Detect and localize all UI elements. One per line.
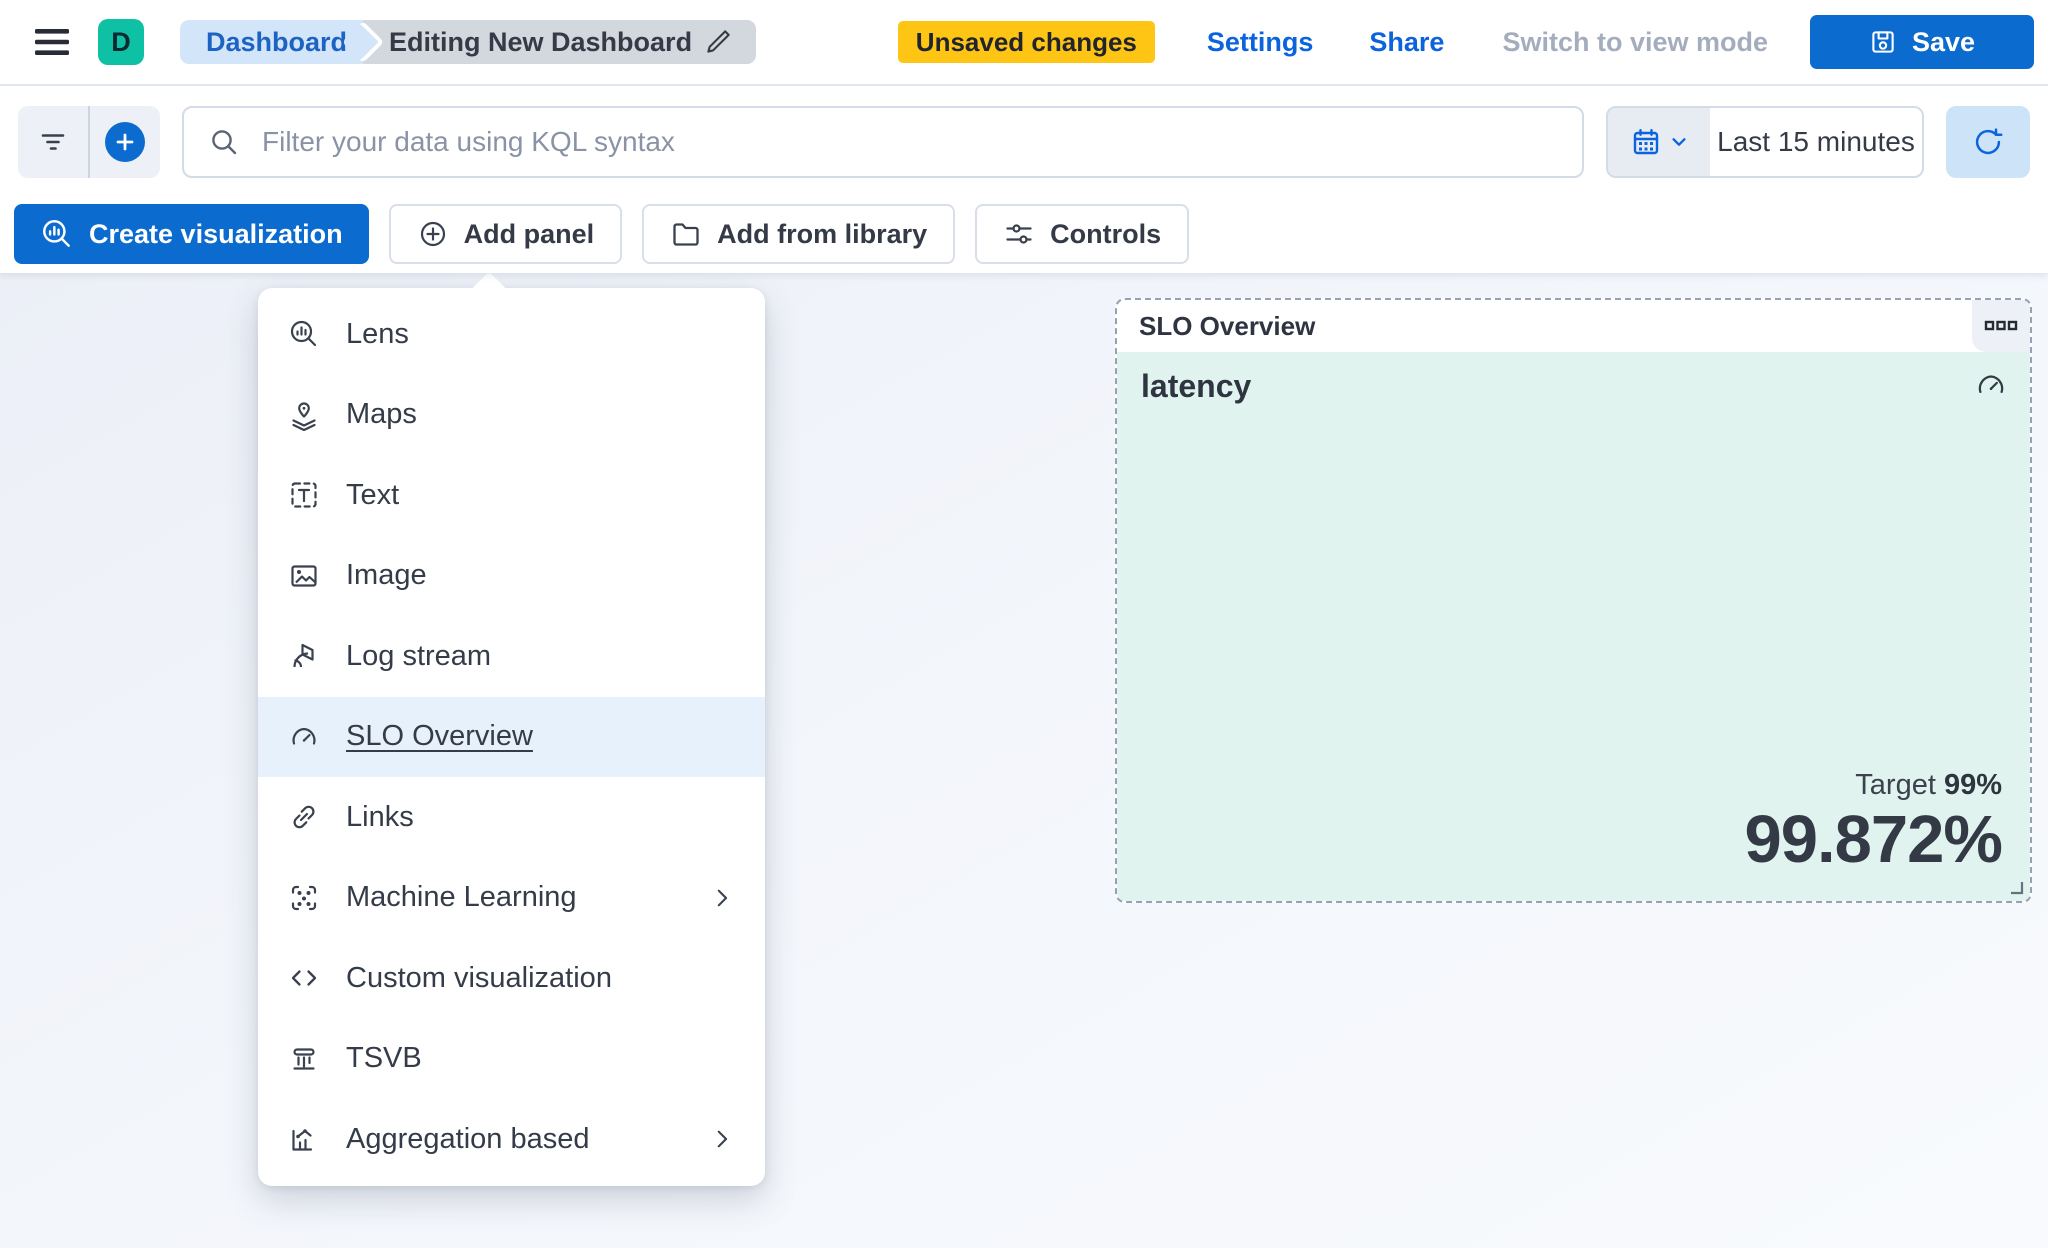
menu-item-label: Text [346, 478, 400, 511]
breadcrumb-dashboard[interactable]: Dashboard [180, 20, 364, 64]
add-from-library-label: Add from library [717, 218, 928, 249]
menu-item-custom-visualization[interactable]: Custom visualization [258, 938, 765, 1019]
space-avatar[interactable]: D [98, 19, 144, 65]
save-button-label: Save [1911, 26, 1976, 57]
slo-target-value: 99% [1943, 768, 2002, 801]
menu-item-aggregation-based[interactable]: Aggregation based [258, 1099, 765, 1180]
lens-icon [288, 318, 320, 350]
chevron-down-icon [1670, 133, 1688, 151]
menu-item-label: Log stream [346, 639, 492, 672]
resize-handle-icon[interactable] [2009, 880, 2025, 896]
add-panel-menu: Lens Maps Text Image [258, 288, 765, 1186]
time-range-picker: Last 15 minutes [1606, 106, 1924, 178]
aggregation-icon [288, 1123, 320, 1155]
unsaved-changes-badge: Unsaved changes [897, 21, 1155, 63]
search-magnifier-icon [208, 126, 240, 158]
slo-overview-panel[interactable]: SLO Overview latency Target 99% 99.872% [1115, 298, 2032, 903]
add-panel-button[interactable]: Add panel [388, 204, 623, 264]
menu-item-links[interactable]: Links [258, 777, 765, 858]
image-icon [288, 560, 320, 592]
breadcrumb-current-page[interactable]: Editing New Dashboard [349, 20, 757, 64]
menu-item-maps[interactable]: Maps [258, 375, 765, 456]
time-range-value[interactable]: Last 15 minutes [1717, 126, 1915, 157]
save-button[interactable]: Save [1810, 15, 2034, 69]
plus-circle-icon [417, 218, 449, 250]
calendar-icon [1630, 126, 1662, 158]
create-visualization-button[interactable]: Create visualization [14, 204, 369, 264]
add-filter-button[interactable] [88, 106, 160, 178]
slo-card[interactable]: latency Target 99% 99.872% [1117, 352, 2030, 901]
panel-header: SLO Overview [1117, 300, 2030, 352]
top-header: D Dashboard Editing New Dashboard Unsave… [0, 0, 2048, 86]
controls-button[interactable]: Controls [975, 204, 1190, 264]
refresh-button[interactable] [1946, 106, 2030, 178]
slo-name: latency [1141, 368, 1252, 404]
share-link[interactable]: Share [1369, 26, 1445, 57]
save-floppy-icon [1869, 28, 1897, 56]
slo-gauge-icon [1974, 368, 2008, 402]
refresh-icon [1972, 126, 2004, 158]
sliders-icon [1003, 218, 1035, 250]
code-icon [288, 962, 320, 994]
text-icon [288, 479, 320, 511]
menu-item-label: SLO Overview [346, 720, 533, 753]
menu-item-slo-overview[interactable]: SLO Overview [258, 696, 765, 777]
breadcrumb-current-label: Editing New Dashboard [389, 26, 693, 57]
menu-item-label: Maps [346, 398, 417, 431]
dashboard-toolbar: Last 15 minutes Create visualization Add… [0, 86, 2048, 273]
kql-search-box [182, 106, 1584, 178]
menu-item-log-stream[interactable]: Log stream [258, 616, 765, 697]
lens-icon [40, 217, 74, 251]
slo-target-label: Target [1855, 768, 1936, 801]
add-filter-plus-icon [105, 122, 145, 162]
menu-item-label: Machine Learning [346, 881, 577, 914]
slo-value: 99.872% [1744, 801, 2003, 877]
machine-learning-icon [288, 882, 320, 914]
menu-item-label: Lens [346, 317, 409, 350]
filter-controls-group [18, 106, 160, 178]
panel-options-button[interactable] [1972, 300, 2030, 352]
menu-item-image[interactable]: Image [258, 536, 765, 617]
panel-title: SLO Overview [1139, 310, 1316, 341]
settings-link[interactable]: Settings [1206, 26, 1314, 57]
controls-label: Controls [1050, 218, 1162, 249]
log-stream-icon [288, 640, 320, 672]
kql-search-input[interactable] [260, 125, 1558, 159]
menu-item-lens[interactable]: Lens [258, 294, 765, 375]
menu-item-text[interactable]: Text [258, 455, 765, 536]
menu-item-label: Aggregation based [346, 1122, 590, 1155]
edit-pencil-icon [704, 28, 732, 56]
time-quick-select-button[interactable] [1608, 108, 1710, 176]
menu-item-label: Custom visualization [346, 961, 612, 994]
switch-to-view-mode-link[interactable]: Switch to view mode [1502, 26, 1768, 57]
tsvb-icon [288, 1043, 320, 1075]
dashboard-canvas: Lens Maps Text Image [0, 273, 2048, 1248]
menu-item-label: Links [346, 800, 414, 833]
add-from-library-button[interactable]: Add from library [642, 204, 956, 264]
hamburger-menu-icon[interactable] [30, 22, 74, 62]
menu-item-tsvb[interactable]: TSVB [258, 1019, 765, 1100]
create-visualization-label: Create visualization [89, 218, 343, 249]
maps-icon [288, 399, 320, 431]
menu-item-label: TSVB [346, 1042, 422, 1075]
slo-gauge-icon [288, 721, 320, 753]
breadcrumb: Dashboard Editing New Dashboard [180, 20, 757, 64]
folder-icon [670, 218, 702, 250]
menu-item-label: Image [346, 559, 427, 592]
chevron-right-icon [709, 885, 735, 911]
filter-icon [37, 126, 69, 158]
slo-target: Target 99% [1745, 768, 2002, 802]
link-icon [288, 801, 320, 833]
chevron-right-icon [709, 1126, 735, 1152]
panel-options-icon [1984, 320, 2018, 332]
add-panel-label: Add panel [463, 218, 595, 249]
menu-item-machine-learning[interactable]: Machine Learning [258, 858, 765, 939]
filter-menu-button[interactable] [18, 106, 88, 178]
